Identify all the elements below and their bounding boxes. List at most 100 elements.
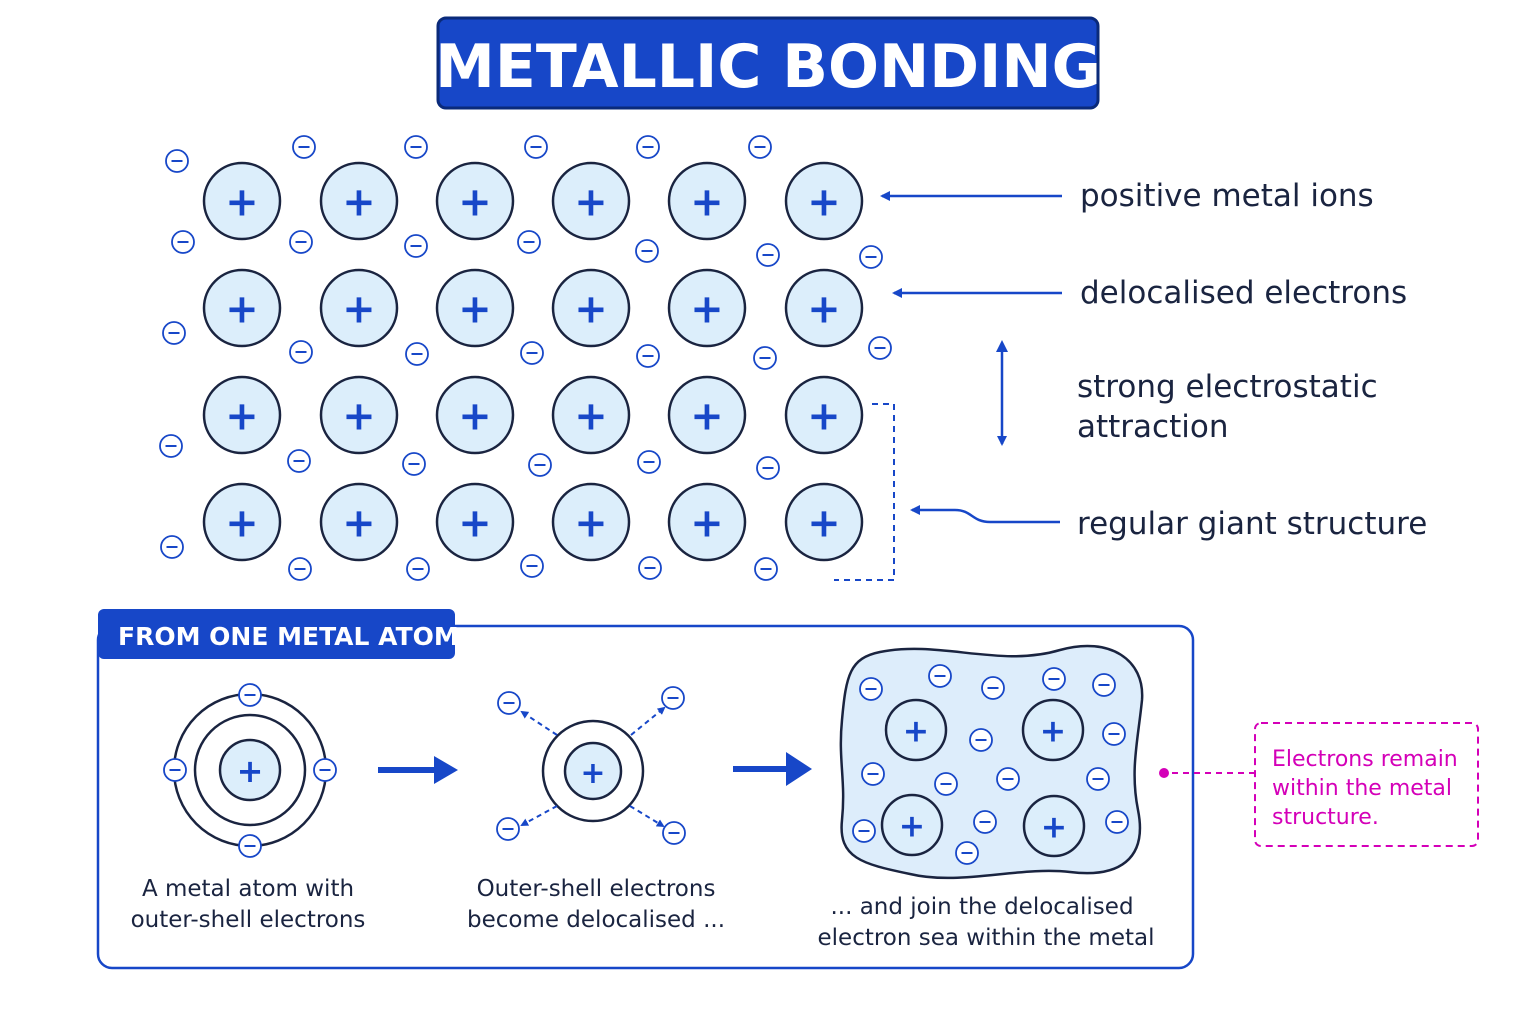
metal-ion: + [784,482,864,562]
ion-charge-symbol: + [903,713,929,749]
metal-ion: + [319,161,399,241]
ion-charge-symbol: + [574,500,607,546]
sea-metal-ion: + [1022,794,1086,858]
escaping-electron [497,691,521,715]
metal-ion: + [667,375,747,455]
escape-arrow [630,706,666,736]
delocalised-electron [402,452,426,476]
nucleus-charge-symbol: + [237,752,264,790]
ion-charge-symbol: + [458,286,491,332]
structure-label: regular giant structure [1077,506,1427,542]
metal-ion: + [319,482,399,562]
delocalised-electron [404,135,428,159]
step3-electron-sea: + + + + [839,644,1144,880]
ion-charge-symbol: + [807,393,840,439]
sea-electron [955,841,979,865]
note-line3: structure. [1272,805,1379,830]
ion-charge-symbol: + [580,756,605,791]
ion-charge-symbol: + [225,286,258,332]
ion-charge-symbol: + [225,393,258,439]
sea-electron [928,664,952,688]
ion-charge-symbol: + [690,393,723,439]
delocalised-electron [528,453,552,477]
positive-ions-label: positive metal ions [1080,178,1374,214]
sea-metal-ion: + [880,793,944,857]
delocalised-electron [520,554,544,578]
sea-electron [852,819,876,843]
ion-charge-symbol: + [690,286,723,332]
metal-ion: + [202,375,282,455]
metal-ion: + [551,482,631,562]
metal-ion: + [319,375,399,455]
label-attraction: strong electrostatic attraction [996,340,1378,446]
panel-heading: FROM ONE METAL ATOM [118,622,459,651]
sea-metal-ion: + [884,698,948,762]
sea-electron [1105,810,1129,834]
delocalised-electron [289,230,313,254]
metal-ion: + [784,375,864,455]
escaping-electron [662,821,686,845]
delocalised-electron [756,243,780,267]
delocalised-electron [756,456,780,480]
delocalised-electron [162,321,186,345]
ion-charge-symbol: + [574,179,607,225]
label-delocalised-electrons: delocalised electrons [892,275,1407,311]
delocalised-electron [517,230,541,254]
step2-caption-line2: become delocalised ... [467,907,725,933]
note-pointer-dot [1159,768,1169,778]
outer-shell-electron [238,683,262,707]
metal-ion: + [667,482,747,562]
metal-ion: + [784,268,864,348]
ion-charge-symbol: + [342,179,375,225]
ion-charge-symbol: + [458,179,491,225]
ion-charge-symbol: + [1040,713,1066,749]
step2-caption-line1: Outer-shell electrons [477,876,716,902]
delocalised-electron [637,450,661,474]
escaping-electron [661,686,685,710]
metal-ion: + [435,375,515,455]
delocalised-electron [868,336,892,360]
delocalised-electron-group [159,135,892,581]
ion-charge-symbol: + [1041,809,1067,845]
outer-shell-electron [313,758,337,782]
delocalised-electron [405,342,429,366]
delocalised-electron [288,557,312,581]
delocalised-electron [404,234,428,258]
sea-electron [1042,667,1066,691]
ion-charge-symbol: + [458,500,491,546]
sea-metal-ion: + [1021,698,1085,762]
ion-charge-symbol: + [807,179,840,225]
sea-electron [1102,722,1126,746]
ion-charge-symbol: + [458,393,491,439]
delocalised-electron [638,556,662,580]
delocalised-electron [859,245,883,269]
metal-ion: + [202,161,282,241]
ion-charge-symbol: + [225,500,258,546]
sea-electron [996,767,1020,791]
step3-caption-line2: electron sea within the metal [818,925,1155,951]
metal-ion: + [202,482,282,562]
sea-electron [934,772,958,796]
metal-ion: + [551,161,631,241]
sea-electron [981,676,1005,700]
escape-arrow [629,805,665,828]
note-callout: Electrons remain within the metal struct… [1159,722,1479,847]
delocalised-electron [753,346,777,370]
ion-charge-symbol: + [690,179,723,225]
note-line1: Electrons remain [1272,747,1458,772]
label-structure: regular giant structure [834,403,1427,581]
sea-electron [861,762,885,786]
sea-electron [969,728,993,752]
metal-ion: + [667,161,747,241]
outer-shell-electron [163,758,187,782]
metal-ion: + [551,268,631,348]
delocalised-electron [165,149,189,173]
metal-ion: + [784,161,864,241]
delocalised-electron [160,535,184,559]
title-banner: METALLIC BONDING [435,16,1101,110]
delocalised-electron [748,135,772,159]
metal-ion: + [319,268,399,348]
page-title: METALLIC BONDING [435,32,1101,102]
step3-caption-line1: ... and join the delocalised [830,894,1133,920]
